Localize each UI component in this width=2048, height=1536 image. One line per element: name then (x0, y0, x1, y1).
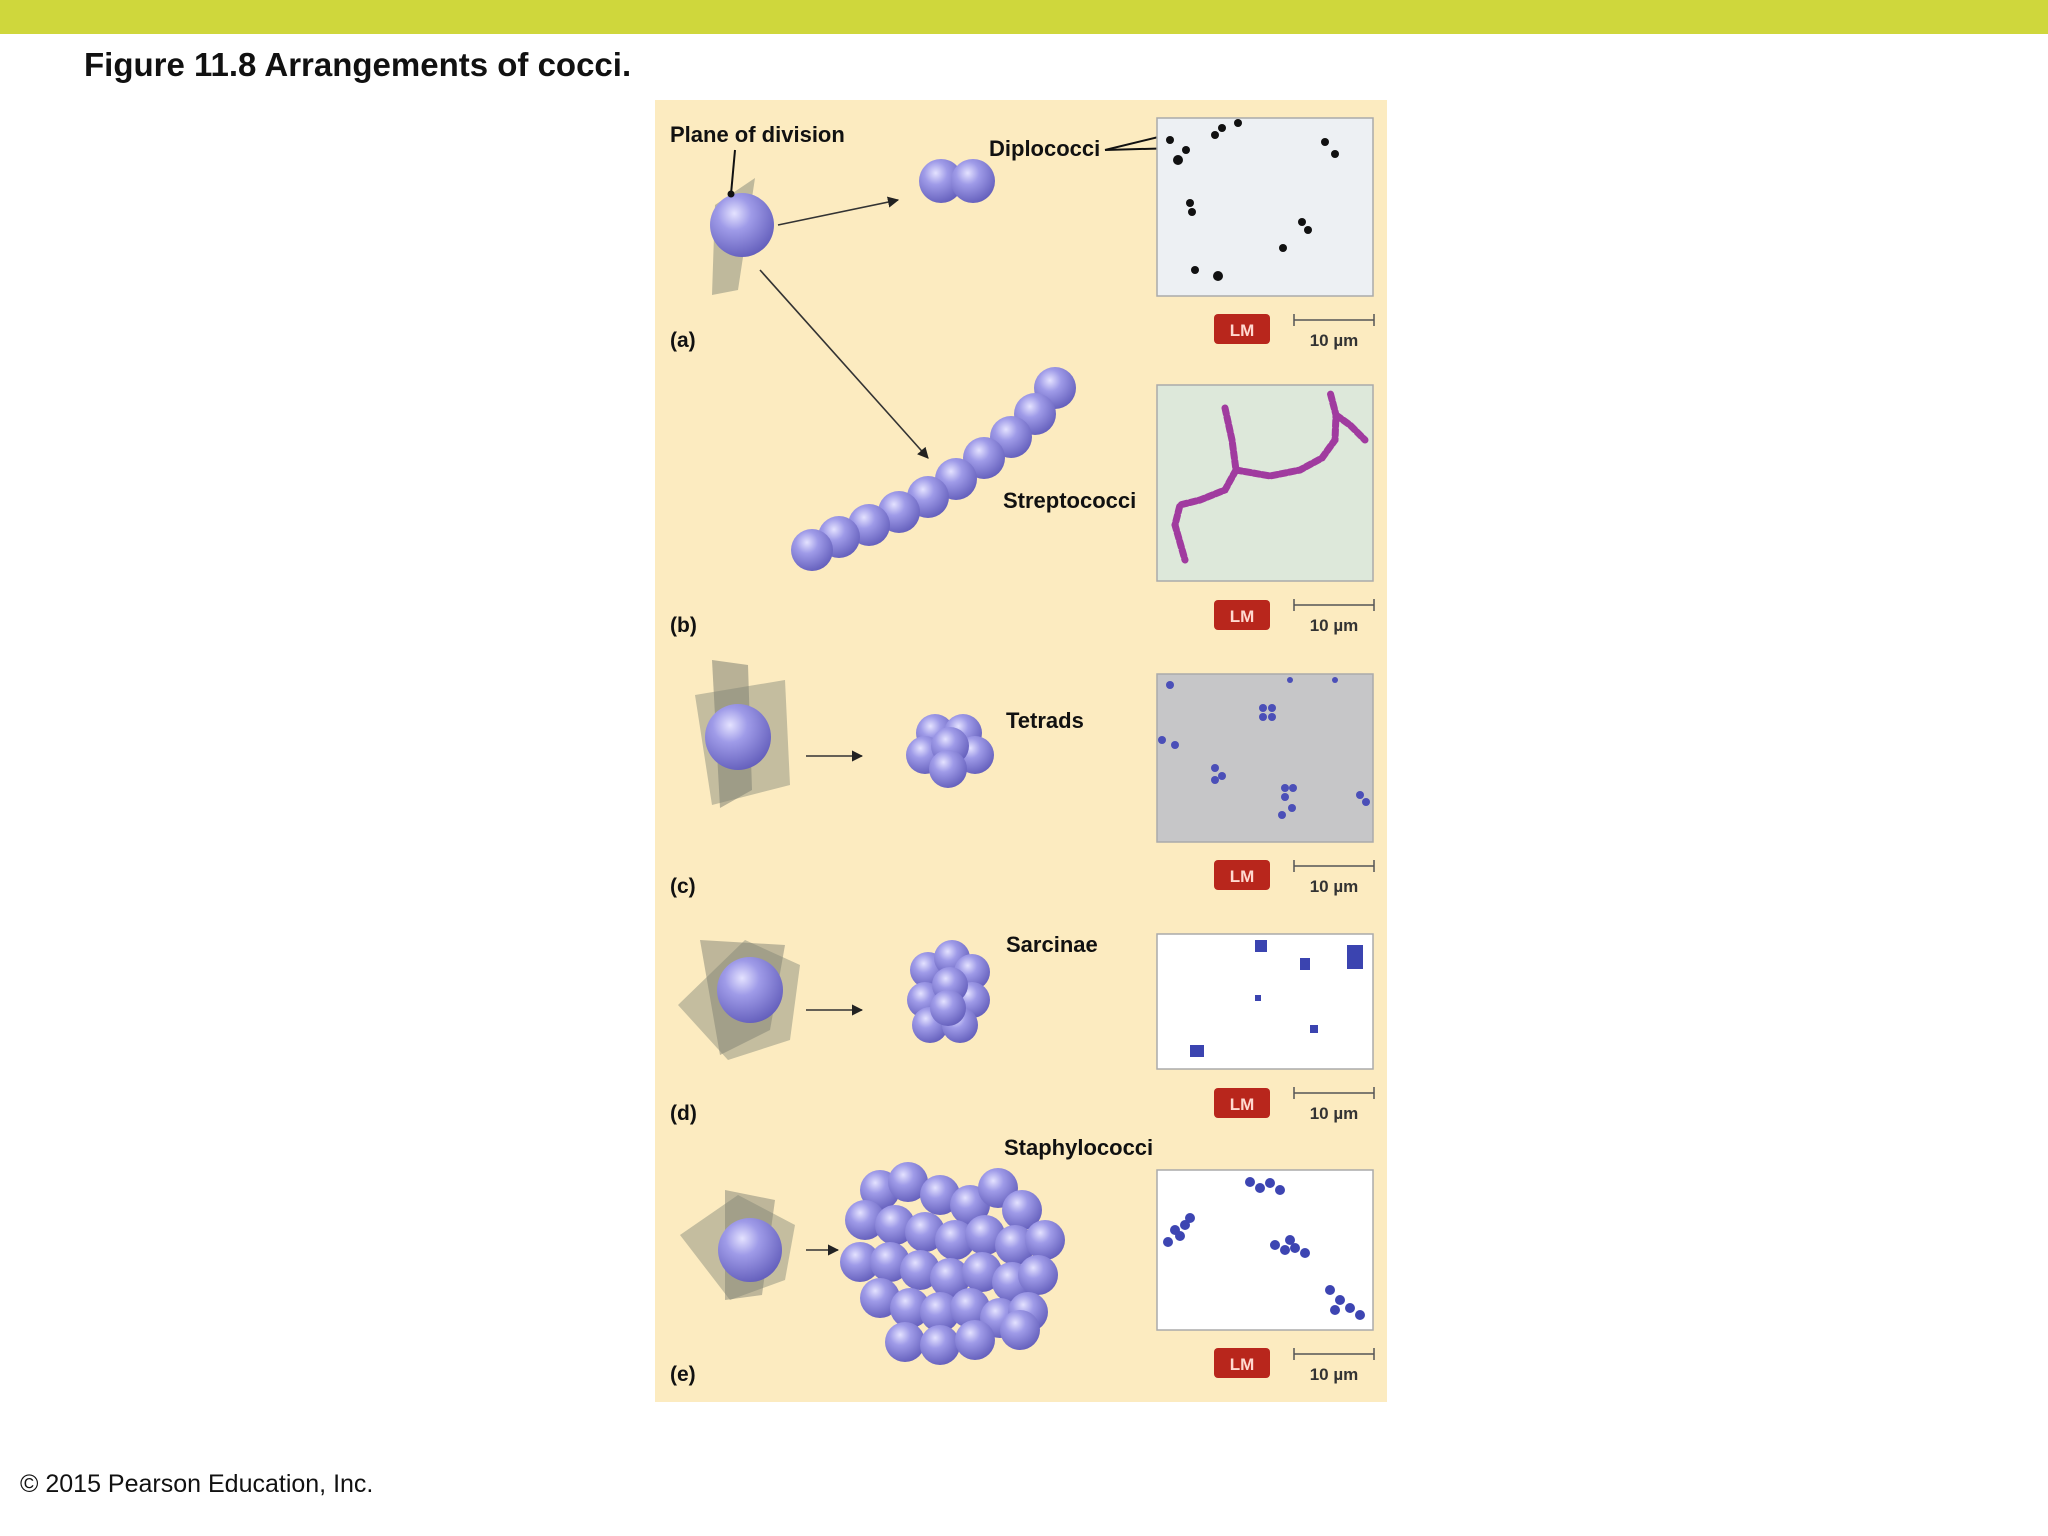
staphylococci-label: Staphylococci (1004, 1135, 1153, 1160)
plane-pointer-line (730, 149, 736, 195)
lm-badge-label-e: LM (1230, 1355, 1255, 1374)
arrow-to-streptococci (759, 269, 929, 459)
tetrads-label: Tetrads (1006, 708, 1084, 733)
panel-letter-d: (d) (670, 1102, 697, 1125)
copyright-footer: © 2015 Pearson Education, Inc. (20, 1470, 374, 1498)
panel-a-diagram (710, 149, 995, 459)
scale-label-b: 10 µm (1310, 616, 1359, 635)
micrograph-tetrads (1156, 673, 1374, 843)
lm-badge-a (1214, 314, 1270, 344)
scale-label-d: 10 µm (1310, 1104, 1359, 1123)
micrograph-staphylococci (1156, 1169, 1374, 1331)
lm-badge-label-d: LM (1230, 1095, 1255, 1114)
arrow-to-diplococci (777, 196, 900, 226)
panel-letter-e: (e) (670, 1363, 696, 1386)
lm-badge-d (1214, 1088, 1270, 1118)
scale-label-c: 10 µm (1310, 877, 1359, 896)
scale-bars (1293, 314, 1375, 1360)
lm-badge-label-b: LM (1230, 607, 1255, 626)
diplococci-pair (919, 159, 995, 203)
mother-cell-a (710, 193, 774, 257)
staphylococci-cluster (840, 1162, 1065, 1365)
panel-c-diagram (695, 660, 994, 808)
scale-label-a: 10 µm (1310, 331, 1359, 350)
lm-badge-e (1214, 1348, 1270, 1378)
sarcinae-cluster (907, 940, 990, 1043)
lm-badge-label-c: LM (1230, 867, 1255, 886)
micrograph-streptococci (1156, 384, 1374, 582)
streptococci-end-cell (791, 529, 833, 571)
sarcinae-label: Sarcinae (1006, 932, 1098, 957)
streptococci-chain (818, 367, 1076, 558)
scale-label-e: 10 µm (1310, 1365, 1359, 1384)
diplococci-label: Diplococci (989, 136, 1100, 161)
panel-d-diagram (678, 940, 990, 1060)
panel-e-diagram (680, 1162, 1065, 1365)
panel-letter-b: (b) (670, 614, 697, 637)
micrograph-diplococci (1156, 117, 1374, 297)
tetrad-cluster (906, 714, 994, 788)
lm-badge-b (1214, 600, 1270, 630)
lm-badge-c (1214, 860, 1270, 890)
lm-badge-label-a: LM (1230, 321, 1255, 340)
panel-letter-c: (c) (670, 875, 696, 898)
micrograph-sarcinae (1156, 933, 1374, 1070)
plane-of-division-label: Plane of division (670, 122, 845, 147)
streptococci-label: Streptococci (1003, 488, 1136, 513)
figure-title: Figure 11.8 Arrangements of cocci. (84, 46, 632, 83)
panel-letter-a: (a) (670, 329, 696, 352)
top-accent-bar (0, 0, 2048, 34)
